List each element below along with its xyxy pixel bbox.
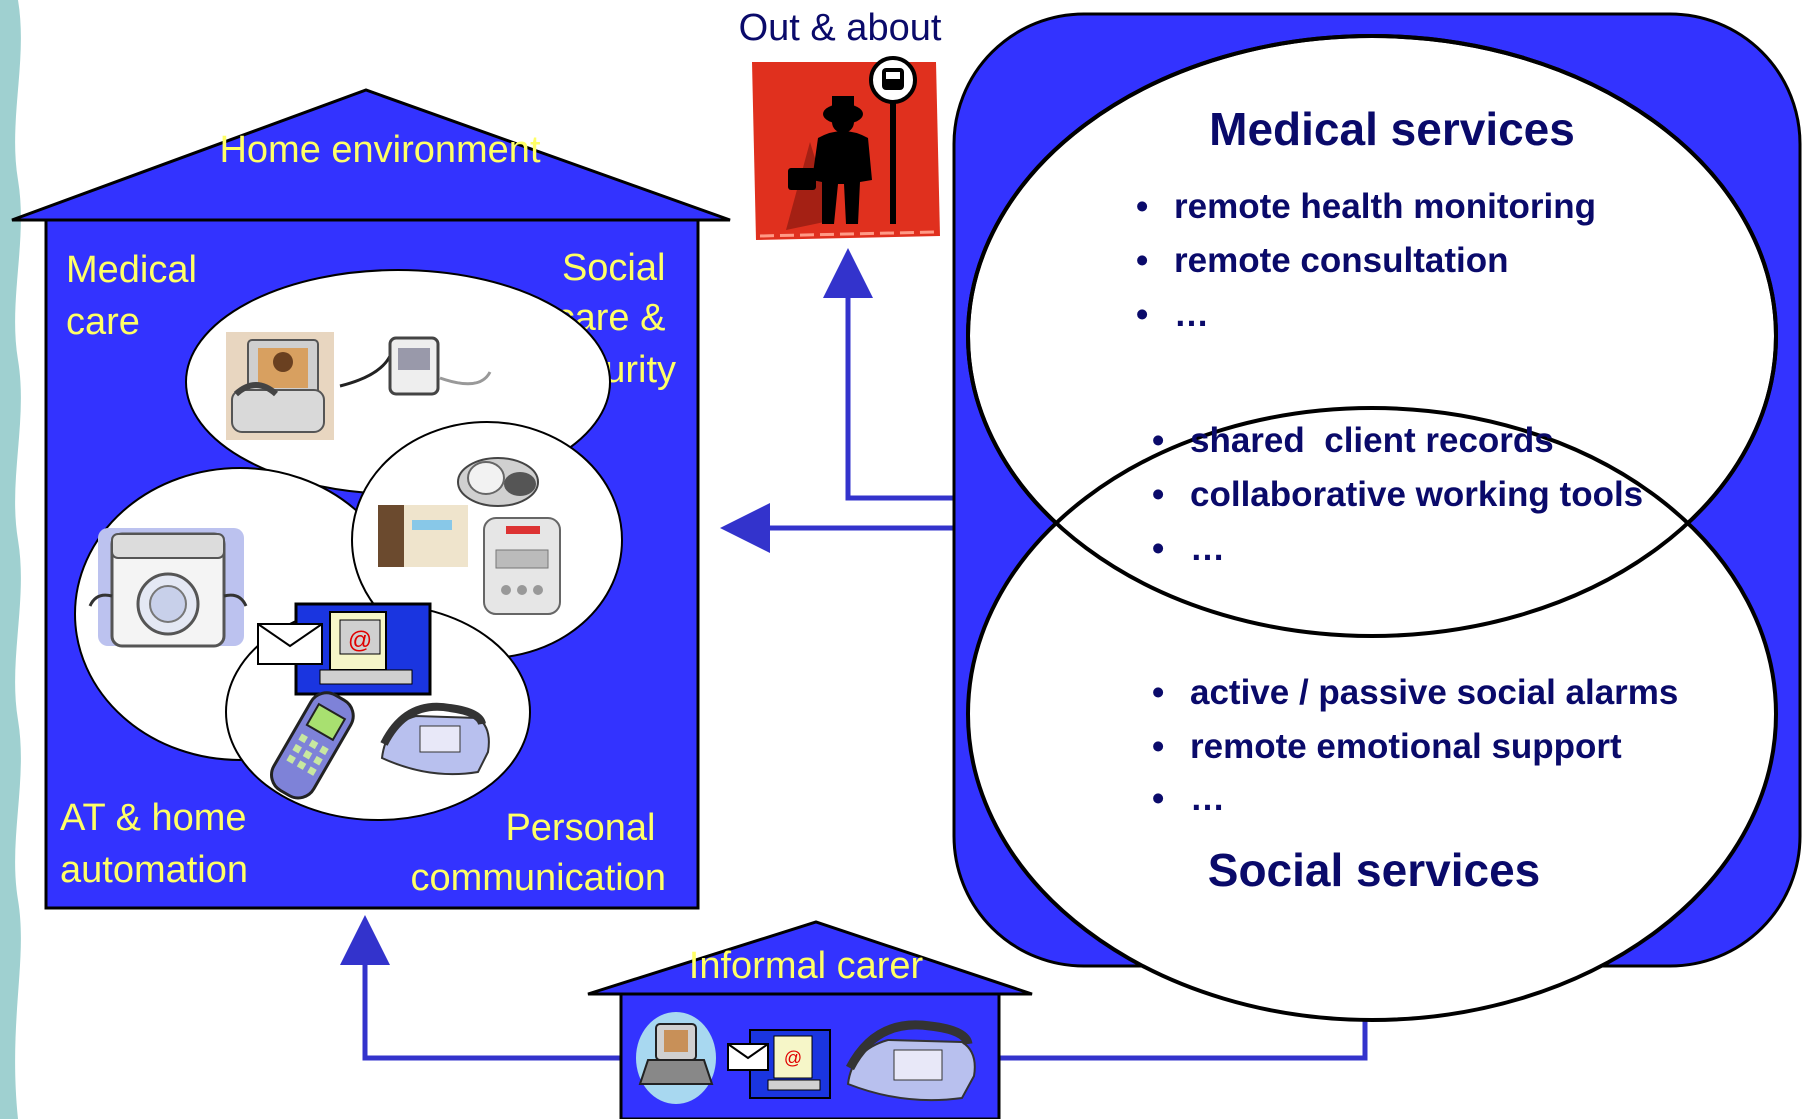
- pendant-alarm-icon: [457, 457, 539, 507]
- home-title: Home environment: [219, 129, 540, 171]
- social-item: …: [1190, 779, 1225, 818]
- list-bullet: •: [1152, 475, 1164, 514]
- arrow-services-to-outdoor: [823, 248, 954, 501]
- label-at-home-automation: AT & home automation: [60, 797, 257, 891]
- services-panel: Medical services • remote health monitor…: [952, 12, 1802, 1022]
- alarm-unit-icon: [483, 517, 561, 615]
- mobile-phone-icon: [270, 691, 355, 800]
- washing-machine-icon: [88, 528, 248, 648]
- email-computer-icon: @: [727, 1029, 831, 1099]
- home-environment: Home environment Medical care Social car…: [11, 88, 731, 910]
- carer-title: Informal carer: [689, 945, 924, 987]
- outdoor-title: Out & about: [739, 7, 942, 49]
- medical-item: remote consultation: [1174, 241, 1508, 280]
- social-services-list: • active / passive social alarms • remot…: [1152, 673, 1678, 818]
- desk-phone-icon: [846, 1020, 976, 1102]
- list-bullet: •: [1136, 295, 1148, 334]
- email-computer-icon: @: [257, 602, 432, 696]
- label-personal-communication: Personal communication: [410, 807, 666, 899]
- medical-item: remote health monitoring: [1174, 187, 1596, 226]
- commuter-bus-stop-icon: [752, 56, 940, 240]
- list-bullet: •: [1136, 241, 1148, 280]
- medical-services-title: Medical services: [1209, 103, 1575, 155]
- door-sensor-icon: [378, 505, 468, 567]
- social-services-ellipse: [966, 406, 1778, 1022]
- desk-phone-icon: [380, 702, 490, 776]
- medical-item: …: [1174, 295, 1209, 334]
- social-item: remote emotional support: [1190, 727, 1622, 766]
- list-bullet: •: [1152, 673, 1164, 712]
- shared-item: collaborative working tools: [1190, 475, 1643, 514]
- outdoor-group: Out & about: [739, 7, 942, 240]
- list-bullet: •: [1152, 779, 1164, 818]
- shared-item: …: [1190, 529, 1225, 568]
- list-bullet: •: [1152, 529, 1164, 568]
- decorative-edge: [0, 0, 21, 1119]
- medical-services-list: • remote health monitoring • remote cons…: [1136, 187, 1596, 334]
- svg-text:@: @: [348, 627, 372, 654]
- shared-item: shared client records: [1190, 421, 1554, 460]
- medical-services-outline: [966, 34, 1778, 638]
- videophone-icon: [226, 332, 334, 440]
- label-medical-care: Medical care: [66, 249, 208, 343]
- shared-services-list: • shared client records • collaborative …: [1152, 421, 1643, 568]
- social-services-title: Social services: [1208, 844, 1540, 896]
- videophone-icon: [636, 1012, 716, 1104]
- arrow-carer-to-home: [340, 915, 622, 1061]
- wrist-monitor-icon: [339, 336, 492, 396]
- list-bullet: •: [1136, 187, 1148, 226]
- social-item: active / passive social alarms: [1190, 673, 1678, 712]
- list-bullet: •: [1152, 421, 1164, 460]
- svg-text:@: @: [784, 1048, 802, 1068]
- informal-carer: Informal carer @: [587, 920, 1033, 1119]
- list-bullet: •: [1152, 727, 1164, 766]
